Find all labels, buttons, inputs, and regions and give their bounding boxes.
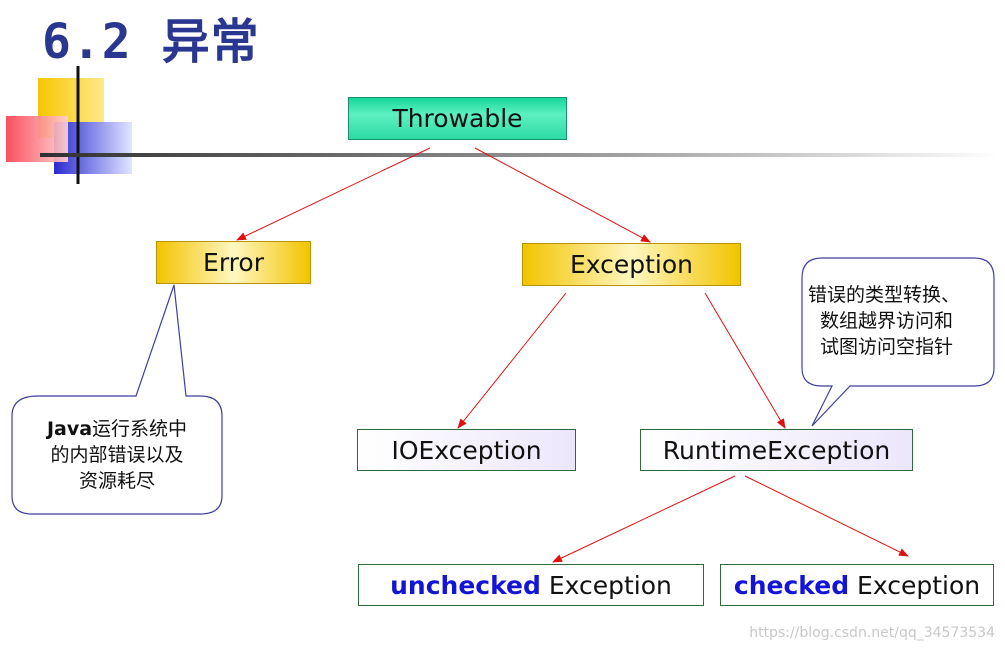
unchecked-exception-node: unchecked Exception bbox=[358, 564, 704, 606]
error-callout-line1: 运行系统中 bbox=[92, 418, 188, 440]
error-callout-line2: 的内部错误以及 bbox=[50, 444, 184, 466]
callout-runtime-bubble bbox=[801, 257, 995, 427]
error-callout-java: Java bbox=[46, 418, 93, 440]
page-title: 6.2 异常 bbox=[42, 14, 260, 70]
checked-exception-node: checked Exception bbox=[720, 564, 994, 606]
ioexception-label: IOException bbox=[391, 435, 542, 465]
arrow-runtime-checked bbox=[744, 475, 909, 557]
watermark: https://blog.csdn.net/qq_34573534 bbox=[749, 625, 995, 641]
arrow-connectors bbox=[236, 147, 909, 563]
arrow-throwable-exception bbox=[474, 147, 651, 243]
arrow-throwable-error bbox=[236, 147, 431, 241]
exception-node: Exception bbox=[522, 243, 741, 286]
error-node: Error bbox=[156, 241, 311, 284]
runtime-callout-line2: 数组越界访问和 bbox=[820, 310, 954, 332]
runtime-callout-line1: 错误的类型转换、 bbox=[808, 284, 961, 306]
ioexception-node: IOException bbox=[357, 429, 576, 471]
arrow-exception-runtime bbox=[704, 292, 786, 429]
error-label: Error bbox=[203, 248, 264, 277]
callout-error-bubble bbox=[11, 284, 223, 515]
checked-keyword: checked bbox=[733, 570, 850, 600]
arrow-exception-ioexception bbox=[457, 292, 567, 429]
runtime-callout-text: 错误的类型转换、 数组越界访问和 试图访问空指针 bbox=[804, 282, 996, 360]
runtime-callout-line3: 试图访问空指针 bbox=[820, 336, 954, 358]
runtime-exception-label: RuntimeException bbox=[662, 435, 891, 465]
exception-label: Exception bbox=[569, 250, 694, 279]
unchecked-keyword: unchecked bbox=[390, 570, 541, 600]
arrow-runtime-unchecked bbox=[552, 475, 736, 563]
runtime-exception-node: RuntimeException bbox=[640, 429, 913, 471]
error-callout-text: Java运行系统中 的内部错误以及 资源耗尽 bbox=[14, 416, 220, 494]
throwable-node: Throwable bbox=[348, 97, 567, 140]
checked-exception-text: Exception bbox=[849, 570, 981, 600]
throwable-label: Throwable bbox=[392, 104, 523, 133]
slide-logo bbox=[6, 66, 1000, 184]
error-callout-line3: 资源耗尽 bbox=[78, 470, 155, 492]
unchecked-exception-text: Exception bbox=[540, 570, 672, 600]
